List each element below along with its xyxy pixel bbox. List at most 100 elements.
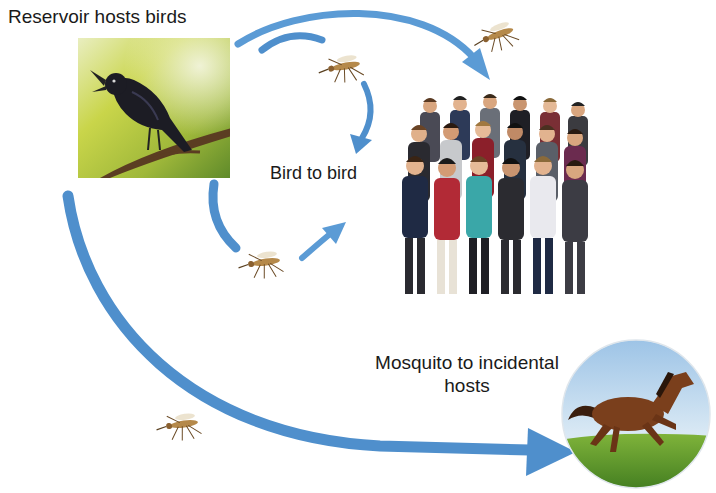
front-row-part	[405, 238, 413, 294]
front-row-part	[469, 238, 477, 294]
front-row-part	[534, 157, 552, 175]
front-row-part	[533, 238, 541, 294]
transmission-arrows-part	[213, 184, 236, 248]
back-row-part	[543, 98, 557, 102]
front-row-part	[481, 238, 489, 294]
transmission-arrows-part	[68, 196, 530, 450]
mosquito	[155, 412, 202, 444]
node-heading: Reservoir hosts birds	[6, 4, 196, 30]
middle-row-part	[475, 121, 491, 126]
mosquito-part	[249, 250, 284, 280]
front-row-part	[470, 156, 488, 162]
bird-photo	[78, 38, 230, 178]
horse-photo-part	[652, 414, 676, 430]
front-row-part	[402, 176, 428, 238]
arrow-caption-text: Mosquito to incidental hosts	[375, 352, 559, 396]
middle-row-part	[539, 125, 555, 130]
transmission-arrows-part	[322, 222, 346, 244]
mosquito-part	[248, 261, 255, 268]
bird-photo-part	[78, 38, 230, 178]
horse-photo-part	[642, 422, 664, 446]
mosquito-part	[482, 35, 490, 43]
horse-photo-part	[652, 372, 694, 414]
mosquito	[317, 53, 365, 86]
bird-photo-part	[78, 38, 230, 178]
middle-row-part	[507, 123, 523, 128]
horse-photo-part	[560, 338, 716, 493]
back-row-part	[483, 95, 497, 109]
front-row-part	[466, 176, 492, 238]
horse-photo-part	[568, 406, 596, 420]
bird-photo-part	[148, 128, 160, 150]
arrow-caption-text: Bird to bird	[270, 163, 357, 183]
middle-row-part	[411, 126, 427, 142]
transmission-arrows-part	[462, 48, 490, 80]
horse-photo-part	[560, 434, 716, 493]
horse-photo-border	[562, 340, 710, 488]
horse-photo-part	[590, 424, 612, 446]
front-row-part	[530, 176, 556, 238]
mosquito-part	[318, 69, 328, 73]
front-row-part	[498, 178, 524, 240]
front-row-part	[502, 159, 520, 177]
front-row-part	[417, 238, 425, 294]
mosquito-part	[166, 423, 173, 430]
middle-row-part	[443, 124, 459, 140]
mosquito	[237, 250, 284, 282]
middle-row-part	[567, 129, 583, 134]
mosquito-part	[482, 19, 521, 54]
front-row-part	[501, 240, 509, 294]
front-row-part	[470, 157, 488, 175]
mosquito-part	[336, 54, 357, 63]
middle-row-part	[567, 130, 583, 146]
mosquito-part	[328, 65, 335, 72]
front-row-part	[434, 178, 460, 240]
mosquito-part	[329, 53, 365, 84]
horse-photo	[560, 338, 716, 493]
front-row-part	[565, 242, 573, 294]
middle-row-part	[539, 126, 555, 142]
front-row-part	[406, 156, 424, 162]
bird-photo-part	[105, 73, 127, 95]
front-row-part	[438, 159, 456, 177]
back-row-part	[571, 102, 585, 106]
mosquito-part	[175, 412, 196, 421]
transmission-arrows-part	[350, 134, 372, 154]
middle-row-part	[411, 125, 427, 130]
front-row-part	[566, 161, 584, 179]
bird-photo-part	[132, 92, 158, 120]
front-row-part	[437, 240, 445, 294]
horse-photo-part	[610, 426, 620, 452]
mosquito-part	[474, 40, 484, 45]
back-row-part	[453, 96, 467, 100]
back-row-part	[453, 97, 467, 111]
mosquito	[470, 19, 520, 58]
reservoir-host-box: Reservoir hosts birds	[6, 4, 196, 34]
middle-row-part	[443, 123, 459, 128]
mosquito-part	[238, 265, 248, 268]
front-row	[402, 156, 588, 294]
people-group	[402, 94, 588, 294]
front-row-part	[502, 158, 520, 164]
transmission-arrows-part	[238, 13, 474, 58]
back-row-part	[543, 99, 557, 113]
back-row-part	[483, 94, 497, 98]
transmission-arrows	[68, 13, 576, 476]
front-row-part	[562, 180, 588, 242]
back-row-part	[423, 99, 437, 113]
mosquito-part	[156, 427, 166, 430]
front-row-part	[406, 157, 424, 175]
bird-photo-part	[100, 128, 230, 178]
bird-photo-part	[112, 79, 115, 82]
front-row-part	[566, 160, 584, 166]
arrow-caption: Bird to bird	[270, 163, 400, 185]
front-row-part	[438, 158, 456, 164]
mosquito-part	[489, 20, 510, 32]
front-row-part	[449, 240, 457, 294]
middle-row-part	[475, 122, 491, 138]
mosquito-part	[257, 250, 278, 259]
back-row-part	[513, 97, 527, 111]
